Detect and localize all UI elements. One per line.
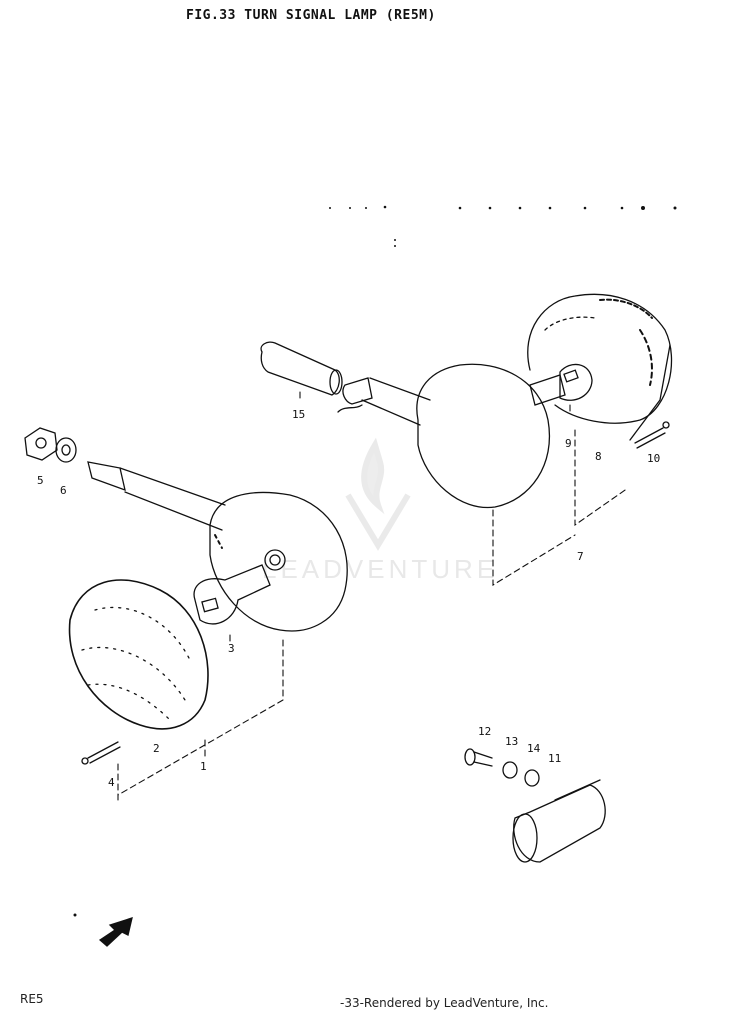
leader-lines	[117, 391, 629, 801]
front-arrow-icon	[98, 917, 133, 947]
callout-4: 4	[108, 776, 115, 789]
callout-6: 6	[60, 484, 67, 497]
callout-1: 1	[200, 760, 207, 773]
page-credit: -33-Rendered by LeadVenture, Inc.	[340, 996, 549, 1010]
callout-13: 13	[505, 735, 518, 748]
bulb-lower	[193, 564, 271, 625]
screw-12	[464, 748, 493, 767]
figure-title: FIG.33 TURN SIGNAL LAMP (RE5M)	[186, 8, 436, 23]
callout-9: 9	[565, 437, 572, 450]
washer-6	[55, 437, 77, 463]
mounting-stalk-lower	[87, 461, 226, 531]
bulb-upper	[529, 374, 566, 406]
callout-11: 11	[548, 752, 561, 765]
screw-4	[81, 741, 121, 765]
scan-dots	[73, 205, 677, 917]
rubber-grommet	[260, 341, 343, 396]
callout-14: 14	[527, 742, 541, 755]
lamp-body-lower	[209, 491, 348, 632]
model-code: RE5	[20, 992, 44, 1006]
screw-10	[634, 421, 670, 449]
lens-upper	[416, 363, 550, 509]
callout-7: 7	[577, 550, 584, 563]
callout-10: 10	[647, 452, 660, 465]
nut-14	[524, 769, 540, 787]
callout-12: 12	[478, 725, 491, 738]
lens-lower	[68, 579, 209, 730]
nut-5	[24, 427, 58, 461]
watermark: LEADVENTURE	[262, 437, 498, 584]
callout-15: 15	[292, 408, 305, 421]
lamp-body-upper	[527, 293, 673, 441]
mounting-stalk-upper	[337, 377, 431, 426]
flame-v-logo-icon	[345, 437, 411, 551]
callout-2: 2	[153, 742, 160, 755]
callout-3: 3	[228, 642, 235, 655]
callout-8: 8	[595, 450, 602, 463]
watermark-logo-text: LEADVENTURE	[262, 554, 498, 584]
washer-13	[502, 761, 518, 779]
callout-labels: 1 2 3 4 5 6 7 8 9 10 11 12 13 14 15	[37, 408, 660, 789]
callout-5: 5	[37, 474, 44, 487]
resistor-11	[512, 779, 606, 863]
